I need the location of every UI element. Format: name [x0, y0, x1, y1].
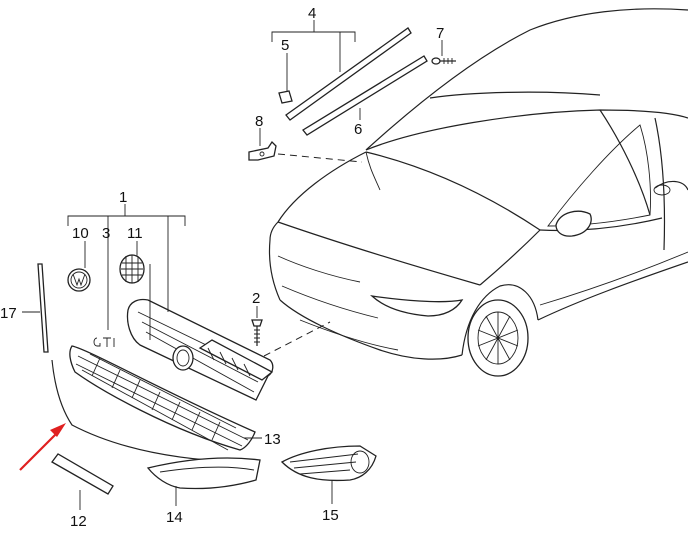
callout-3: 3 [102, 225, 110, 242]
red-pointer-arrow [19, 423, 66, 471]
leader-lines [22, 20, 443, 510]
callout-1: 1 [119, 189, 127, 206]
callout-labels: 4 5 6 7 8 1 10 3 11 17 2 13 12 14 15 [0, 5, 444, 530]
bumper-lower-edge [51, 359, 241, 463]
lower-grille-13 [69, 345, 256, 451]
fog-light-grille-15 [280, 445, 377, 482]
callout-15: 15 [322, 507, 339, 524]
mesh-insert-11 [119, 254, 145, 284]
callout-6: 6 [354, 121, 362, 138]
callout-5: 5 [281, 37, 289, 54]
trim-strip-17 [37, 263, 49, 353]
upper-grille [126, 298, 274, 401]
roof-trim-strips [278, 27, 428, 136]
dashed-connectors [263, 153, 363, 357]
car-body [268, 8, 688, 377]
callout-13: 13 [264, 431, 281, 448]
callout-10: 10 [72, 225, 89, 242]
callout-17: 17 [0, 305, 17, 322]
callout-8: 8 [255, 113, 263, 130]
callout-2: 2 [252, 290, 260, 307]
vw-emblem-10 [67, 268, 91, 292]
gti-badge-3 [93, 337, 115, 347]
front-spoiler-14 [146, 457, 261, 490]
license-plate-holder-12 [51, 453, 114, 495]
bracket-8 [248, 140, 277, 161]
screw-2 [251, 319, 263, 346]
callout-7: 7 [436, 25, 444, 42]
callout-14: 14 [166, 509, 183, 526]
callout-12: 12 [70, 513, 87, 530]
screw-7 [431, 57, 456, 65]
callout-4: 4 [308, 5, 316, 22]
callout-11: 11 [127, 225, 143, 242]
